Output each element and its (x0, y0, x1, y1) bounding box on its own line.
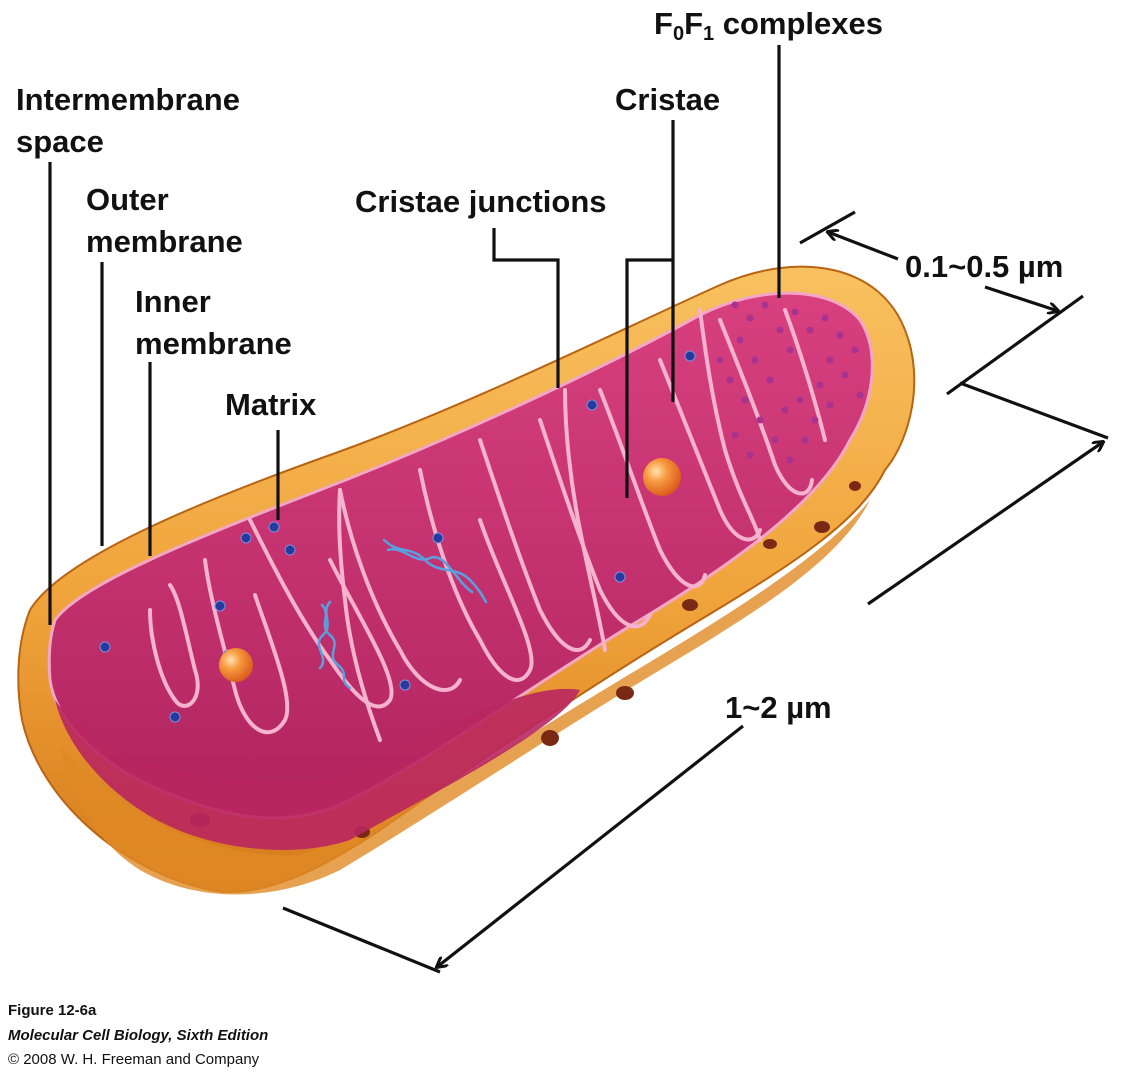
dimension-width (799, 210, 1084, 396)
label-intermembrane-space: Intermembrane space (16, 82, 249, 159)
label-f0f1-complexes: F0F1 complexes (654, 6, 883, 45)
caption-copyright: © 2008 W. H. Freeman and Company (8, 1051, 260, 1068)
label-inner-membrane: Inner membrane (135, 284, 292, 361)
mitochondrial-dna (317, 538, 488, 690)
label-cristae: Cristae (615, 82, 720, 117)
f0f1-particles (716, 301, 864, 464)
leader-cristae-left (625, 258, 673, 498)
label-matrix: Matrix (225, 387, 317, 422)
label-outer-membrane: Outer membrane (86, 182, 243, 259)
ribosome-spheres (219, 458, 681, 682)
leader-cristae-junctions (492, 228, 560, 388)
caption-figure-number: Figure 12-6a (8, 1002, 97, 1019)
label-cristae-junctions: Cristae junctions (355, 184, 607, 219)
dimension-length (282, 381, 1109, 974)
leader-lines (48, 45, 781, 625)
label-length-dimension: 1~2 µm (725, 690, 832, 725)
cristae-folds (148, 308, 827, 742)
inner-membrane (47, 291, 874, 850)
caption-book-title: Molecular Cell Biology, Sixth Edition (8, 1027, 268, 1044)
label-width-dimension: 0.1~0.5 µm (905, 249, 1063, 284)
